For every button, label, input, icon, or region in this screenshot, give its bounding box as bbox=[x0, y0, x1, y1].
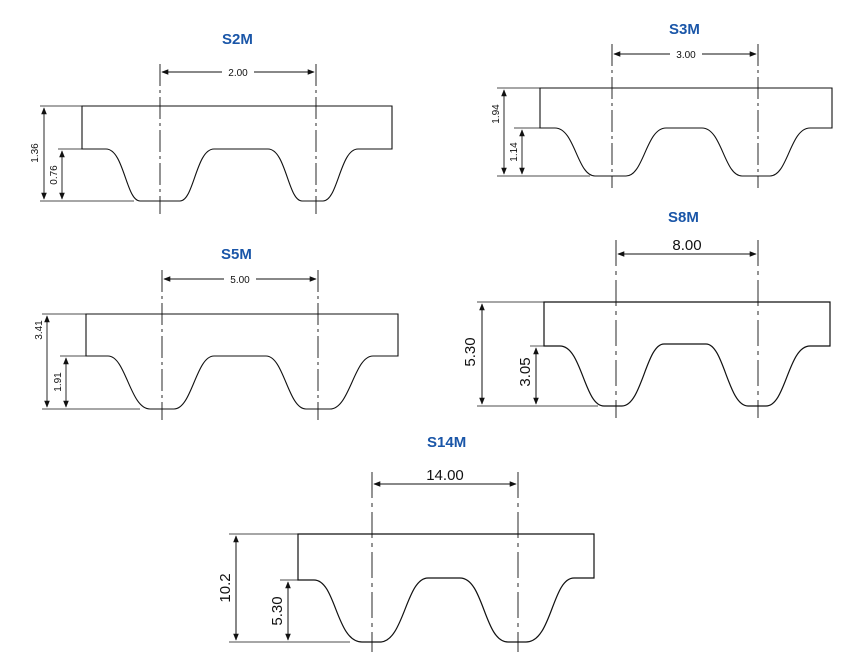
belt-outline-s8m bbox=[543, 301, 831, 407]
pitch-value-s8m: 8.00 bbox=[672, 237, 701, 254]
profile-s8m bbox=[477, 240, 831, 418]
belt-outline-s5m bbox=[85, 313, 399, 410]
total-height-value-s14m: 10.2 bbox=[217, 573, 234, 602]
total-height-value-s3m: 1.94 bbox=[491, 104, 502, 124]
belt-outline-s3m bbox=[539, 87, 833, 177]
tooth-height-value-s3m: 1.14 bbox=[509, 142, 520, 162]
profile-s3m bbox=[497, 44, 833, 188]
pitch-value-s14m: 14.00 bbox=[426, 467, 464, 484]
total-height-value-s5m: 3.41 bbox=[34, 320, 45, 340]
pitch-value-s3m: 3.00 bbox=[676, 50, 696, 61]
profile-title-s2m: S2M bbox=[222, 31, 253, 48]
profile-s2m bbox=[40, 64, 393, 214]
pitch-value-s2m: 2.00 bbox=[228, 68, 248, 79]
profile-s14m bbox=[229, 472, 595, 652]
belt-outline-s2m bbox=[81, 105, 393, 202]
tooth-height-value-s5m: 1.91 bbox=[53, 372, 64, 392]
total-height-value-s2m: 1.36 bbox=[30, 143, 41, 163]
profile-title-s3m: S3M bbox=[669, 21, 700, 38]
total-height-value-s8m: 5.30 bbox=[462, 337, 479, 366]
tooth-height-value-s14m: 5.30 bbox=[269, 596, 286, 625]
tooth-height-value-s8m: 3.05 bbox=[517, 357, 534, 386]
belt-outline-s14m bbox=[297, 533, 595, 643]
profile-title-s14m: S14M bbox=[427, 434, 467, 451]
pitch-value-s5m: 5.00 bbox=[230, 275, 250, 286]
profile-s5m bbox=[42, 270, 399, 420]
profile-title-s5m: S5M bbox=[221, 246, 252, 263]
profile-title-s8m: S8M bbox=[668, 209, 699, 226]
tooth-height-value-s2m: 0.76 bbox=[49, 165, 60, 185]
